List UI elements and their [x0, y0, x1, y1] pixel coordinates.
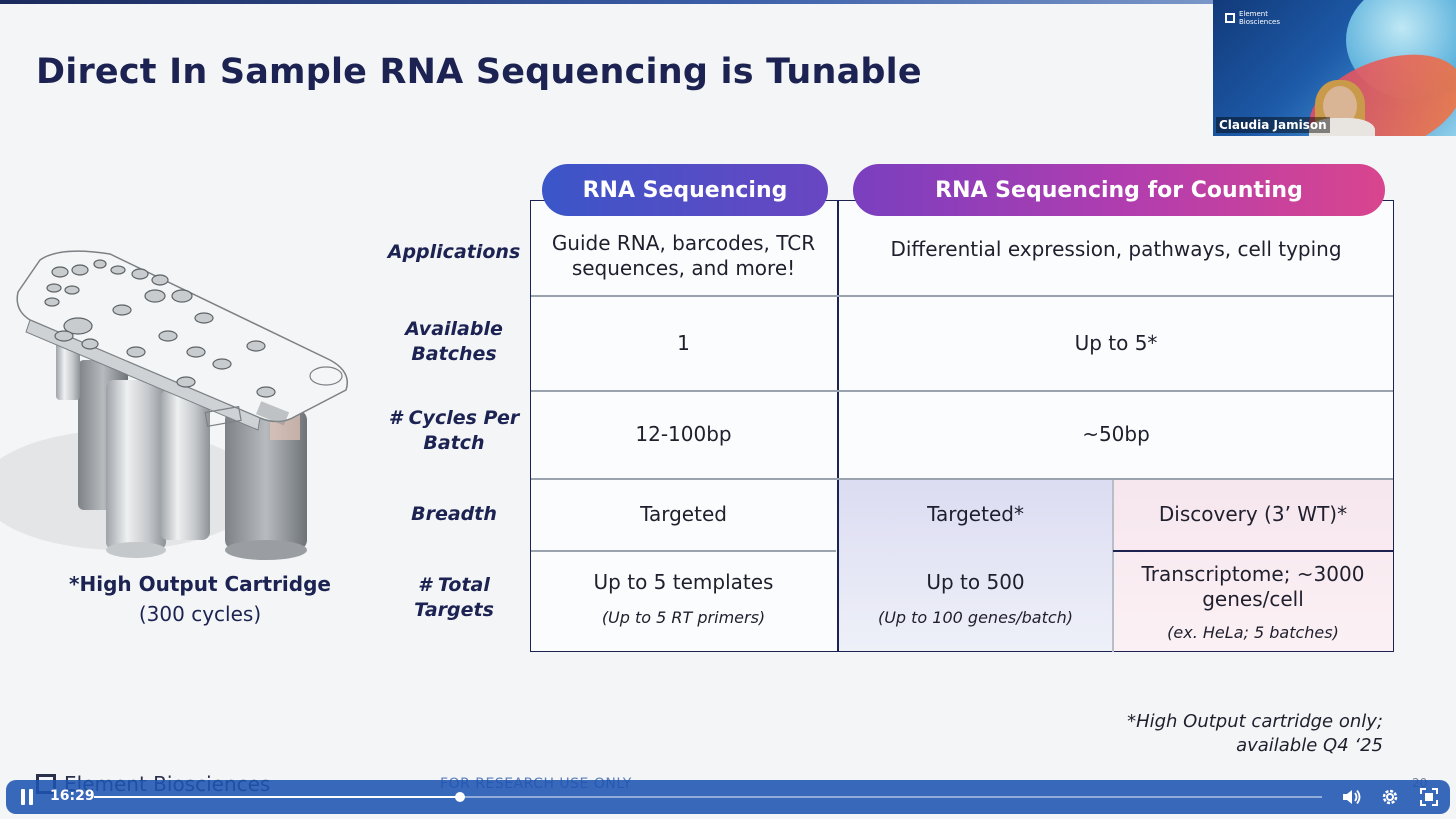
table-row-divider	[1113, 550, 1393, 552]
cell-applications-count: Differential expression, pathways, cell …	[890, 236, 1342, 261]
settings-icon[interactable]	[1379, 786, 1401, 808]
cell-subtext: (Up to 100 genes/batch)	[877, 608, 1074, 627]
table-column-divider	[837, 200, 839, 652]
row-label-line: Targets	[414, 599, 494, 621]
video-logo-line2: Biosciences	[1239, 18, 1281, 26]
cell-breadth-rna: Targeted	[640, 502, 727, 526]
logo-icon	[1225, 13, 1235, 23]
slide-title: Direct In Sample RNA Sequencing is Tunab…	[36, 52, 922, 92]
cell-applications-rna: Guide RNA, barcodes, TCR sequences, and …	[531, 218, 836, 294]
volume-icon[interactable]	[1340, 786, 1362, 808]
cell-breadth-targeted: Targeted*	[927, 502, 1024, 526]
table-row-divider	[531, 478, 1393, 480]
presenter-name: Claudia Jamison	[1216, 117, 1330, 133]
row-label-breadth: Breadth	[411, 503, 497, 525]
cell-text: Up to 5 templates	[593, 570, 774, 594]
table-row-divider	[531, 390, 1393, 392]
footnote-line: available Q4 ‘25	[1236, 735, 1383, 756]
fullscreen-icon[interactable]	[1418, 786, 1440, 808]
cell-batches-count: Up to 5*	[1074, 330, 1158, 355]
cartridge-caption-title: *High Output Cartridge	[69, 572, 331, 596]
cell-text: Transcriptome; ~3000	[1141, 561, 1365, 586]
cell-batches-rna: 1	[677, 330, 690, 355]
row-label-line: Available	[405, 318, 503, 340]
cell-cycles-rna: 12-100bp	[635, 422, 732, 446]
row-label-available-batches: Available Batches	[378, 317, 530, 367]
presenter-body	[1309, 118, 1375, 136]
table-row-divider	[531, 295, 1393, 297]
cell-breadth-discovery: Discovery (3’ WT)*	[1158, 502, 1348, 526]
targeted-shading	[839, 479, 1112, 651]
footnote-line: *High Output cartridge only;	[1127, 711, 1383, 732]
video-logo-line1: Element	[1239, 10, 1268, 18]
cell-subtext: (ex. HeLa; 5 batches)	[1167, 622, 1339, 642]
table-subcolumn-divider	[1112, 479, 1114, 652]
row-label-line: Batch	[423, 432, 485, 454]
cell-text: Up to 500	[926, 570, 1025, 594]
seek-progress	[94, 796, 460, 798]
cell-targets-targeted: Up to 500 (Up to 100 genes/batch)	[839, 560, 1112, 640]
table-row-divider	[531, 550, 836, 552]
discovery-shading	[1113, 479, 1393, 651]
video-logo: Element Biosciences	[1225, 10, 1280, 26]
cell-targets-discovery: Transcriptome; ~3000 genes/cell (ex. HeL…	[1113, 556, 1393, 650]
footnote: *High Output cartridge only; available Q…	[1080, 710, 1383, 758]
seek-handle[interactable]	[454, 792, 465, 802]
cartridge-caption-sub: (300 cycles)	[138, 602, 262, 626]
row-label-line: Batches	[411, 343, 497, 365]
pause-icon[interactable]	[20, 789, 34, 805]
row-label-line: # Cycles Per	[388, 407, 520, 429]
row-label-applications: Applications	[387, 241, 521, 263]
seek-bar[interactable]	[94, 792, 1322, 802]
video-player-controls: 16:29	[6, 780, 1450, 814]
presenter-video[interactable]: Element Biosciences Claudia Jamison	[1213, 0, 1456, 136]
cell-targets-rna: Up to 5 templates (Up to 5 RT primers)	[531, 560, 836, 640]
cell-text: genes/cell	[1202, 586, 1304, 611]
row-label-cycles: # Cycles Per Batch	[378, 406, 530, 456]
row-label-targets: # Total Targets	[378, 573, 530, 623]
cell-text: Guide RNA, barcodes, TCR	[551, 231, 816, 255]
cartridge-illustration	[0, 250, 348, 560]
row-label-line: # Total	[418, 574, 490, 596]
cartridge-caption: *High Output Cartridge (300 cycles)	[60, 572, 340, 626]
header-rna-counting: RNA Sequencing for Counting	[853, 164, 1385, 216]
top-accent-bar	[0, 0, 1456, 4]
cell-subtext: (Up to 5 RT primers)	[601, 608, 766, 627]
cell-cycles-count: ~50bp	[1082, 422, 1150, 446]
current-time: 16:29	[50, 788, 95, 804]
header-rna-sequencing: RNA Sequencing	[542, 164, 828, 216]
cell-text: sequences, and more!	[571, 256, 796, 280]
